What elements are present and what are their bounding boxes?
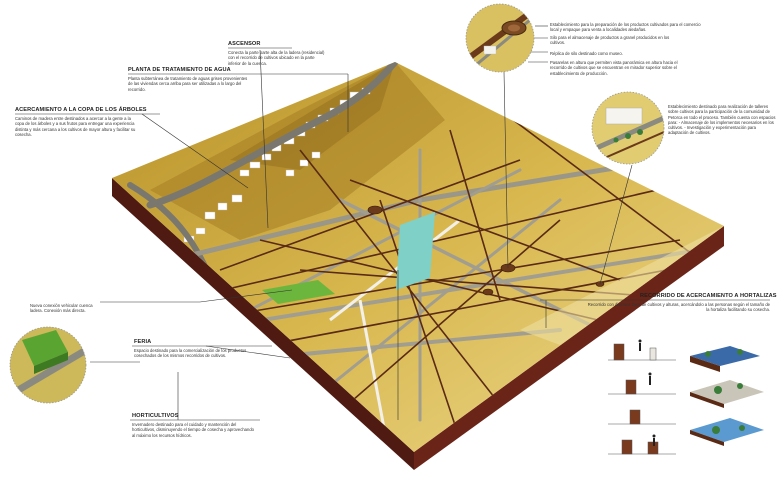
ascensor-text: Conecta la parte parte alta de la ladera… (228, 50, 325, 66)
planta-title: PLANTA DE TRATAMIENTO DE AGUA (128, 67, 231, 73)
hortalizas-title: RECORRIDO DE ACERCAMIENTO A HORTALIZAS (640, 293, 777, 299)
hortalizas-text: Recorrido con diversos tipos de cultivos… (587, 302, 770, 313)
soil-left-side (112, 178, 414, 470)
feria-title: FERIA (134, 339, 152, 345)
detail-circle-market (10, 327, 86, 403)
leader-lines (15, 25, 770, 421)
huertos-text: Invernadero destinado para el cuidado y … (132, 422, 254, 438)
talleres-text: Establecimiento destinado para realizaci… (668, 104, 776, 136)
huertos-title: HORTICULTIVOS (132, 413, 179, 419)
water-pond (396, 212, 435, 290)
section-figures (638, 339, 656, 446)
hill-ridge (150, 62, 445, 240)
silo-text: Silo para el almacenaje de productos a g… (550, 35, 670, 46)
detail-circle-production (466, 4, 534, 72)
planter-isometrics (690, 346, 764, 446)
green-field (262, 280, 335, 304)
produccion-text: Establecimiento para la preparación de l… (550, 22, 701, 33)
copa-title: ACERCAMIENTO A LA COPA DE LOS ÁRBOLES (15, 107, 147, 113)
feria-text: Espacio destinado para la comercializaci… (134, 348, 247, 359)
detail-circle-workshops (592, 92, 664, 164)
conexion-text: Nueva conexión vehicular cuenca ladera. … (30, 303, 93, 314)
section-sketches (608, 343, 676, 455)
pasarelas-text: Pasarelas en altura que permiten vista p… (550, 60, 678, 76)
copa-text: Caminos de madera entre destinados a ace… (15, 116, 136, 137)
ascensor-title: ASCENSOR (228, 41, 261, 47)
museo-text: Réplica de silo destinado como museo. (550, 51, 623, 56)
planta-text: Planta subterránea de tratamiento de agu… (128, 76, 248, 92)
soil-right-side (414, 226, 724, 470)
